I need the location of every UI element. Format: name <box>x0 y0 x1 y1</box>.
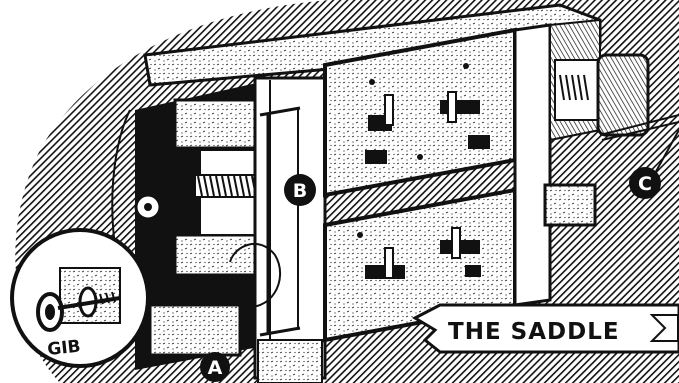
lower-carriage-block <box>323 187 517 343</box>
feed-screw-assembly <box>554 53 679 141</box>
gib-leader-line <box>119 243 281 311</box>
dimension-b-marker <box>259 106 301 337</box>
gib-label: GIB <box>46 337 81 360</box>
callout-c: C <box>629 129 679 199</box>
upper-carriage-block <box>323 27 517 198</box>
callout-a-label: A <box>208 357 223 379</box>
cross-slide <box>135 80 270 370</box>
callout-c-label: C <box>638 173 652 195</box>
callout-a: A <box>200 352 230 382</box>
callout-b: B <box>284 174 316 206</box>
saddle-column <box>253 76 327 383</box>
callout-b-label: B <box>293 180 307 202</box>
title-banner: THE SADDLE <box>411 303 679 354</box>
title-banner-text: THE SADDLE <box>448 319 620 345</box>
gib-inset <box>10 228 150 368</box>
